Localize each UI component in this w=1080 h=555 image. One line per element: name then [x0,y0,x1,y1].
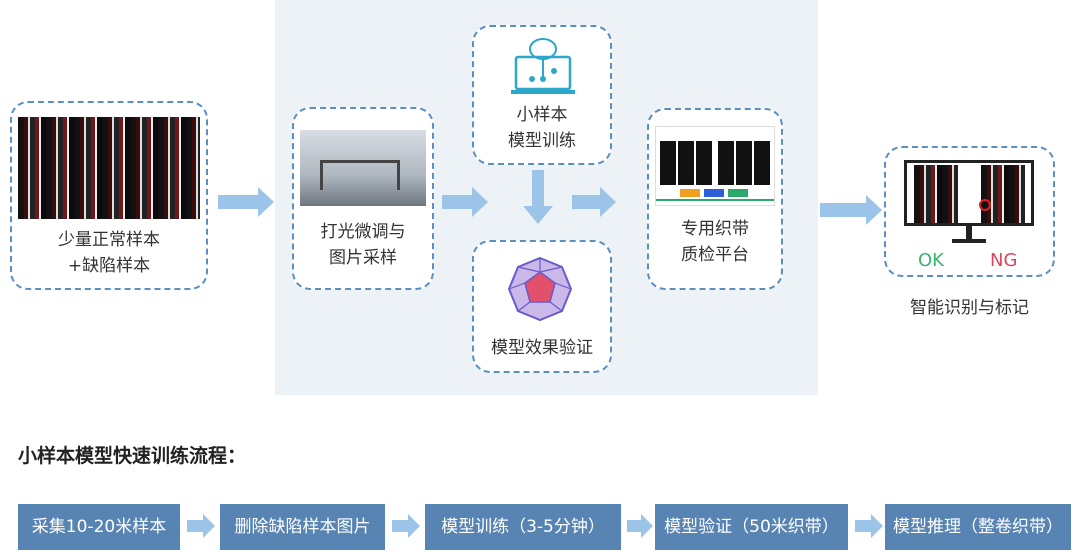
training-label-2: 模型训练 [508,131,576,151]
arrow-right-icon [855,514,883,538]
monitor-stand [966,226,972,240]
lighting-setup-image [300,130,426,206]
platform-image-grid-right [718,141,772,185]
recognition-caption: 智能识别与标记 [910,298,1029,318]
platform-button-green [728,189,748,197]
arrow-right-icon [820,195,882,225]
platform-progress-line [656,199,774,201]
platform-screenshot [655,126,775,206]
ng-label: NG [990,250,1018,271]
process-step-4: 模型验证（50米织带） [655,504,848,550]
platform-button-orange [680,189,700,197]
lighting-label-1: 打光微调与 [320,222,406,242]
arrow-right-icon [442,187,488,217]
arrow-right-icon [187,514,215,538]
platform-stage: 专用织带 质检平台 [647,108,783,290]
ok-sample-image [914,165,958,223]
platform-button-blue [704,189,724,197]
defect-marker-icon [979,199,991,211]
platform-label-1: 专用织带 [681,219,749,239]
monitor-icon [904,160,1034,226]
process-title: 小样本模型快速训练流程： [18,445,247,467]
recognition-stage: OK NG [884,146,1055,277]
samples-stage: 少量正常样本 +缺陷样本 [10,101,208,290]
lighting-stage: 打光微调与 图片采样 [292,107,434,290]
lighting-label-2: 图片采样 [329,248,397,268]
arrow-right-icon [627,514,653,538]
training-stage: 小样本 模型训练 [472,25,612,165]
brain-laptop-icon [511,38,575,94]
arrow-down-icon [532,170,544,208]
platform-image-grid-left [660,141,714,185]
fabric-sample-image [18,117,200,219]
arrow-down-head [523,206,553,224]
validation-label: 模型效果验证 [491,338,593,358]
monitor-base [952,239,986,243]
platform-label-2: 质检平台 [681,245,749,265]
samples-label-2: +缺陷样本 [67,256,151,276]
training-label-1: 小样本 [516,105,568,125]
lighting-rig-frame [320,160,400,190]
process-step-2: 删除缺陷样本图片 [220,504,385,550]
process-step-1: 采集10-20米样本 [18,504,180,550]
arrow-right-icon [392,514,420,538]
process-step-3: 模型训练（3-5分钟） [425,504,621,550]
validation-stage: 模型效果验证 [472,240,612,373]
process-step-5: 模型推理（整卷织带） [885,504,1071,550]
ng-sample-image [979,165,1025,223]
samples-label-1: 少量正常样本 [58,230,160,250]
arrow-right-icon [218,187,274,217]
polyhedron-icon [507,256,573,322]
arrow-right-icon [572,187,616,217]
ok-label: OK [918,250,944,271]
